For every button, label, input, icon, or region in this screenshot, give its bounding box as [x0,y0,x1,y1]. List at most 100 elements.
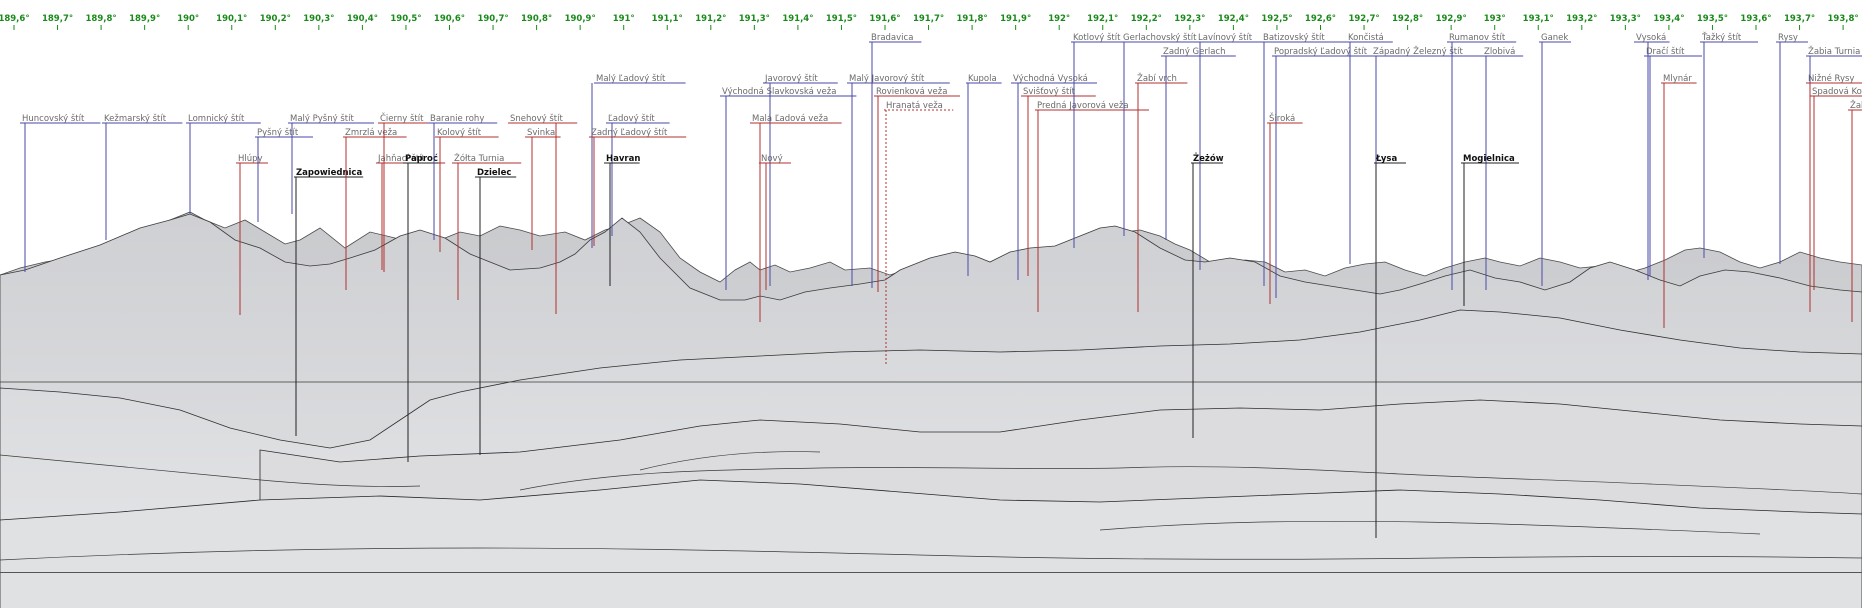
axis-tick-label: 190,4° [347,14,378,24]
peak-name: Havran [606,154,640,164]
axis-tick-label: 190,8° [521,14,552,24]
peak-label-group: Kežmarský štít [102,113,183,240]
peak-name: Łysa [1375,154,1397,164]
peak-name: Malý Javorový štít [849,73,925,84]
peak-label-group: Západný Železný štít [1371,45,1485,294]
peak-label-group: Malý Javorový štít [847,73,950,286]
peak-name: Žabí Mních [1850,99,1862,111]
peak-name: Javorový štít [764,73,818,84]
peak-label-group: Predná Javorová veža [1035,101,1149,312]
peak-name: Zadný Ľadový štít [591,127,668,138]
axis-tick-label: 193,2° [1566,14,1597,24]
axis-tick-label: 192,7° [1348,14,1379,24]
peak-name: Ganek [1541,33,1568,43]
peak-name: Popradský Ľadový štít [1274,46,1368,57]
peak-name: Mlynár [1663,74,1692,84]
peak-label-group: Východná Vysoká [1011,74,1097,280]
peak-name: Kupola [968,74,997,84]
axis-tick-label: 193,6° [1740,14,1771,24]
terrain-baseline [0,572,1862,573]
axis-tick-label: 190° [177,14,199,24]
peak-name: Rovienková veža [876,87,947,97]
axis-tick-label: 191° [613,14,635,24]
peak-name: Nižné Rysy [1808,73,1854,84]
axis-tick-label: 190,7° [477,14,508,24]
axis-tick-label: 190,5° [390,14,421,24]
peak-label-group: Łysa [1374,154,1406,538]
peak-name: Kolový štít [437,127,482,138]
terrain-front-band [0,479,1862,608]
axis-tick-label: 191,5° [826,14,857,24]
peak-label-group: Batizovský štít [1261,32,1347,286]
peak-name: Malá Ľadová veža [752,114,828,124]
axis-tick-label: 189,9° [129,14,160,24]
peak-name: Batizovský štít [1263,32,1325,43]
peak-name: Baranie rohy [430,114,484,124]
peak-name: Huncovský štít [22,113,85,124]
peak-name: Svišťový štít [1023,86,1076,97]
axis-tick-label: 191,6° [869,14,900,24]
peak-label-group: Rumanov štít [1447,32,1517,290]
peak-name: Mogielnica [1463,154,1515,164]
peak-name: Vysoká [1636,33,1666,43]
peak-label-group: Zmrzlá veža [343,128,407,290]
peak-name: Rysy [1778,33,1798,43]
peak-name: Hranatá veža [886,101,943,111]
peak-label-group: Dzielec [475,168,517,455]
peak-name: Lomnický štít [188,113,245,124]
peak-label-group: Zadný Gerlach [1161,47,1236,240]
peak-label-group: Vysoká [1634,33,1670,280]
peak-label-group: Gerlachovský štít [1121,32,1219,236]
peak-label-group: Baranie rohy [428,114,498,240]
axis-tick-label: 190,1° [216,14,247,24]
peak-label-group: Kotlový štít [1071,32,1141,248]
peak-label-group: Pyšný štít [255,127,313,222]
peak-label-group: Huncovský štít [20,113,101,272]
peak-label-group: Ľadový štít [606,113,670,236]
axis-tick-label: 192,8° [1392,14,1423,24]
axis-tick-label: 193,1° [1523,14,1554,24]
peak-label-group: Dračí štít [1644,46,1702,276]
peak-label-group: Nový [759,154,791,290]
peak-name: Kotlový štít [1073,32,1121,43]
terrain-layers [0,211,1862,608]
peak-label-group: Lomnický štít [186,113,261,214]
peak-label-group: Žabí vrch [1135,72,1188,312]
peak-label-group: Nižné Rysy [1806,73,1862,312]
peak-name: Zlobivá [1484,47,1515,57]
axis-tick-label: 189,7° [42,14,73,24]
peak-label-group: Lavínový štít [1196,32,1271,270]
axis-tick-label: 193° [1484,14,1506,24]
axis-tick-label: 191,7° [913,14,944,24]
peak-label-group: Kupola [966,74,1002,276]
peak-name: Východná Vysoká [1013,74,1088,84]
axis-tick-label: 190,6° [434,14,465,24]
peak-name: Široká [1269,112,1295,124]
axis-tick-label: 192,6° [1305,14,1336,24]
peak-name: Lavínový štít [1198,32,1253,43]
peak-name: Čierny štít [380,112,424,124]
peak-name: Ťažký štít [1701,32,1742,43]
axis-tick-label: 193,8° [1828,14,1859,24]
peak-name: Snehový štít [510,113,563,124]
peak-label-group: Malý Pyšný štít [288,113,374,214]
peak-name: Žabia Turnia Mięguszowiecka [1808,45,1862,57]
peak-name: Zmrzlá veža [345,128,397,138]
peak-label-group: Mlynár [1661,74,1697,328]
peak-label-group: Spadová Kopa [1810,87,1862,290]
axis-tick-label: 191,3° [739,14,770,24]
peak-name: Rumanov štít [1449,32,1506,43]
peak-label-group: Rovienková veža [874,87,960,292]
peak-name: Gerlachovský štít [1123,32,1197,43]
axis-tick-label: 192,3° [1174,14,1205,24]
peak-name: Zapowiednica [296,168,362,178]
peak-name: Ľadový štít [608,113,655,124]
peak-name: Dračí štít [1646,46,1685,57]
peak-label-group: Paproć [403,153,439,462]
peak-label-group: Zapowiednica [294,168,364,436]
peak-label-group: Javorový štít [763,73,838,286]
peak-name: Končistá [1348,32,1384,43]
peak-name: Paproć [405,153,438,164]
axis-tick-label: 191,9° [1000,14,1031,24]
